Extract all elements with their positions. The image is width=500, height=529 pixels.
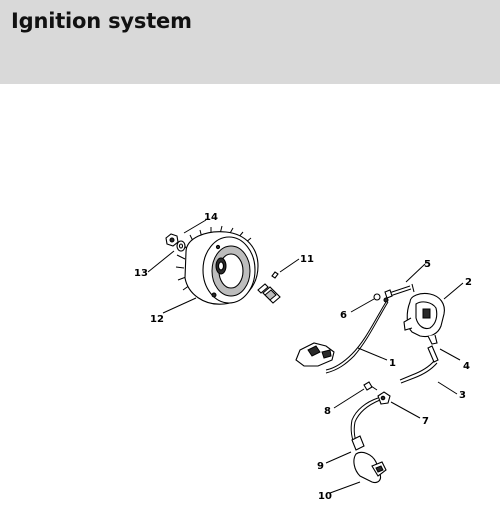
grommet-part[interactable]: [373, 293, 389, 303]
callout-13: 13: [134, 268, 148, 279]
header-band: [0, 0, 500, 84]
spark-plug-boot-part[interactable]: [353, 451, 387, 484]
callout-labels: 14 13 12 11 5 6 2 1 4 3 8 7 9 10: [134, 212, 472, 502]
nut-part[interactable]: [165, 233, 179, 247]
callout-9: 9: [317, 461, 324, 472]
callout-4: 4: [463, 361, 470, 372]
spark-plug-part[interactable]: [257, 283, 281, 304]
ignition-module-part[interactable]: [403, 292, 445, 345]
leader-lines: [147, 219, 464, 494]
callout-10: 10: [318, 491, 332, 502]
callout-3: 3: [459, 390, 466, 401]
small-screw-part[interactable]: [363, 381, 378, 391]
callout-14: 14: [204, 212, 218, 223]
callout-1: 1: [389, 358, 396, 369]
callout-2: 2: [465, 277, 472, 288]
key-pin-part[interactable]: [271, 271, 279, 279]
callout-12: 12: [150, 314, 164, 325]
callout-11: 11: [300, 254, 314, 265]
screw-part[interactable]: [384, 283, 415, 299]
washer-part[interactable]: [176, 240, 186, 252]
short-circuit-wire-part[interactable]: [295, 301, 389, 374]
callout-8: 8: [324, 406, 331, 417]
callout-7: 7: [422, 416, 429, 427]
clamp-part[interactable]: [377, 391, 391, 405]
spark-plug-lead-part[interactable]: [350, 397, 381, 451]
page-title: Ignition system: [11, 9, 192, 33]
callout-5: 5: [424, 259, 431, 270]
callout-6: 6: [340, 310, 347, 321]
flywheel-part[interactable]: [175, 225, 259, 305]
ignition-lead-part[interactable]: [399, 345, 439, 384]
